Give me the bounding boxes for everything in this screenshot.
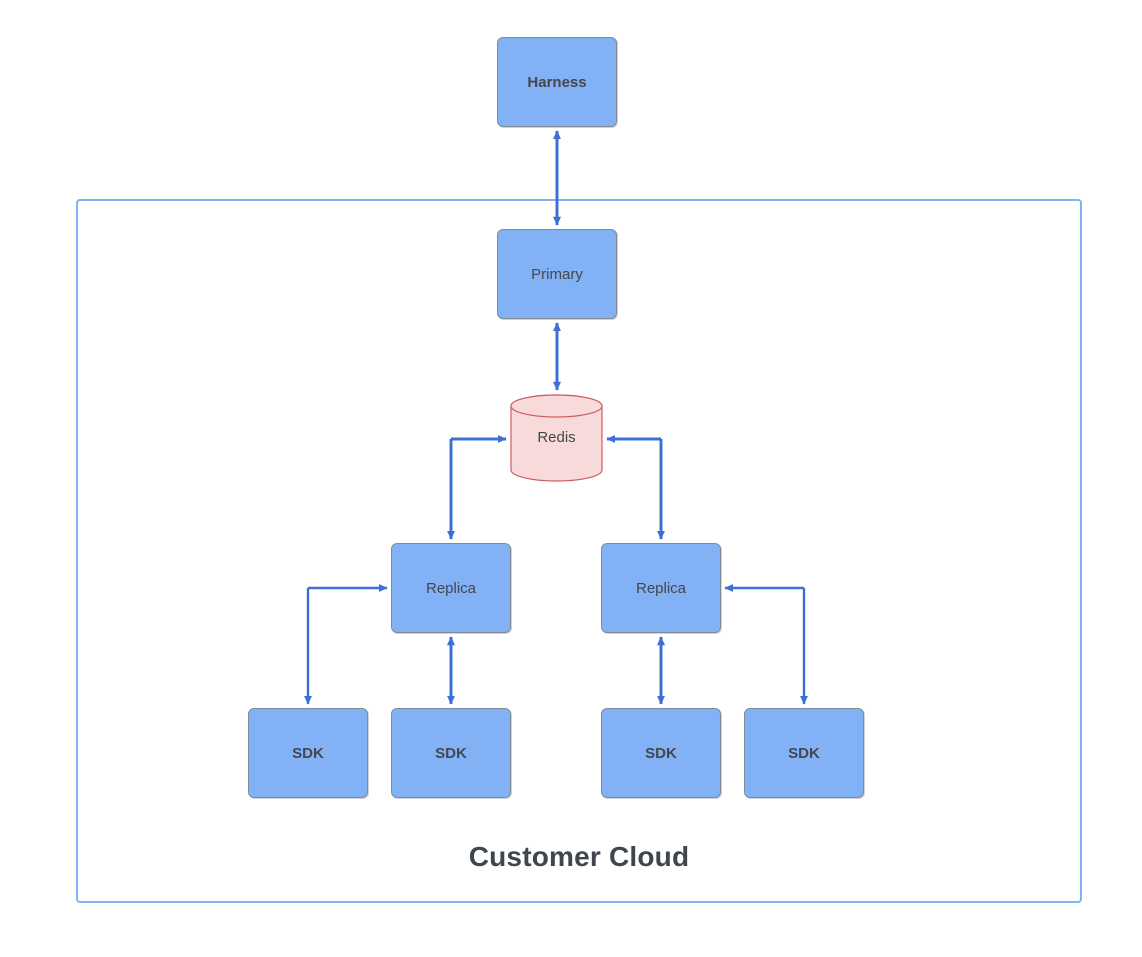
node-harness: Harness bbox=[497, 37, 617, 127]
node-sdk-1: SDK bbox=[248, 708, 368, 798]
node-label: Replica bbox=[635, 579, 687, 597]
customer-cloud-container bbox=[76, 199, 1082, 903]
node-sdk-4: SDK bbox=[744, 708, 864, 798]
customer-cloud-title: Customer Cloud bbox=[468, 841, 690, 872]
node-label: SDK bbox=[292, 744, 324, 762]
node-sdk-3: SDK bbox=[601, 708, 721, 798]
node-replica-right: Replica bbox=[601, 543, 721, 633]
node-label: SDK bbox=[645, 744, 677, 762]
node-sdk-2: SDK bbox=[391, 708, 511, 798]
node-label: Replica bbox=[425, 579, 477, 597]
node-redis: Redis bbox=[510, 394, 603, 482]
node-label: SDK bbox=[788, 744, 820, 762]
node-primary: Primary bbox=[497, 229, 617, 319]
node-label: Primary bbox=[531, 265, 583, 283]
cylinder-shape bbox=[510, 394, 603, 482]
node-label: SDK bbox=[435, 744, 467, 762]
node-label: Harness bbox=[527, 73, 587, 91]
node-replica-left: Replica bbox=[391, 543, 511, 633]
